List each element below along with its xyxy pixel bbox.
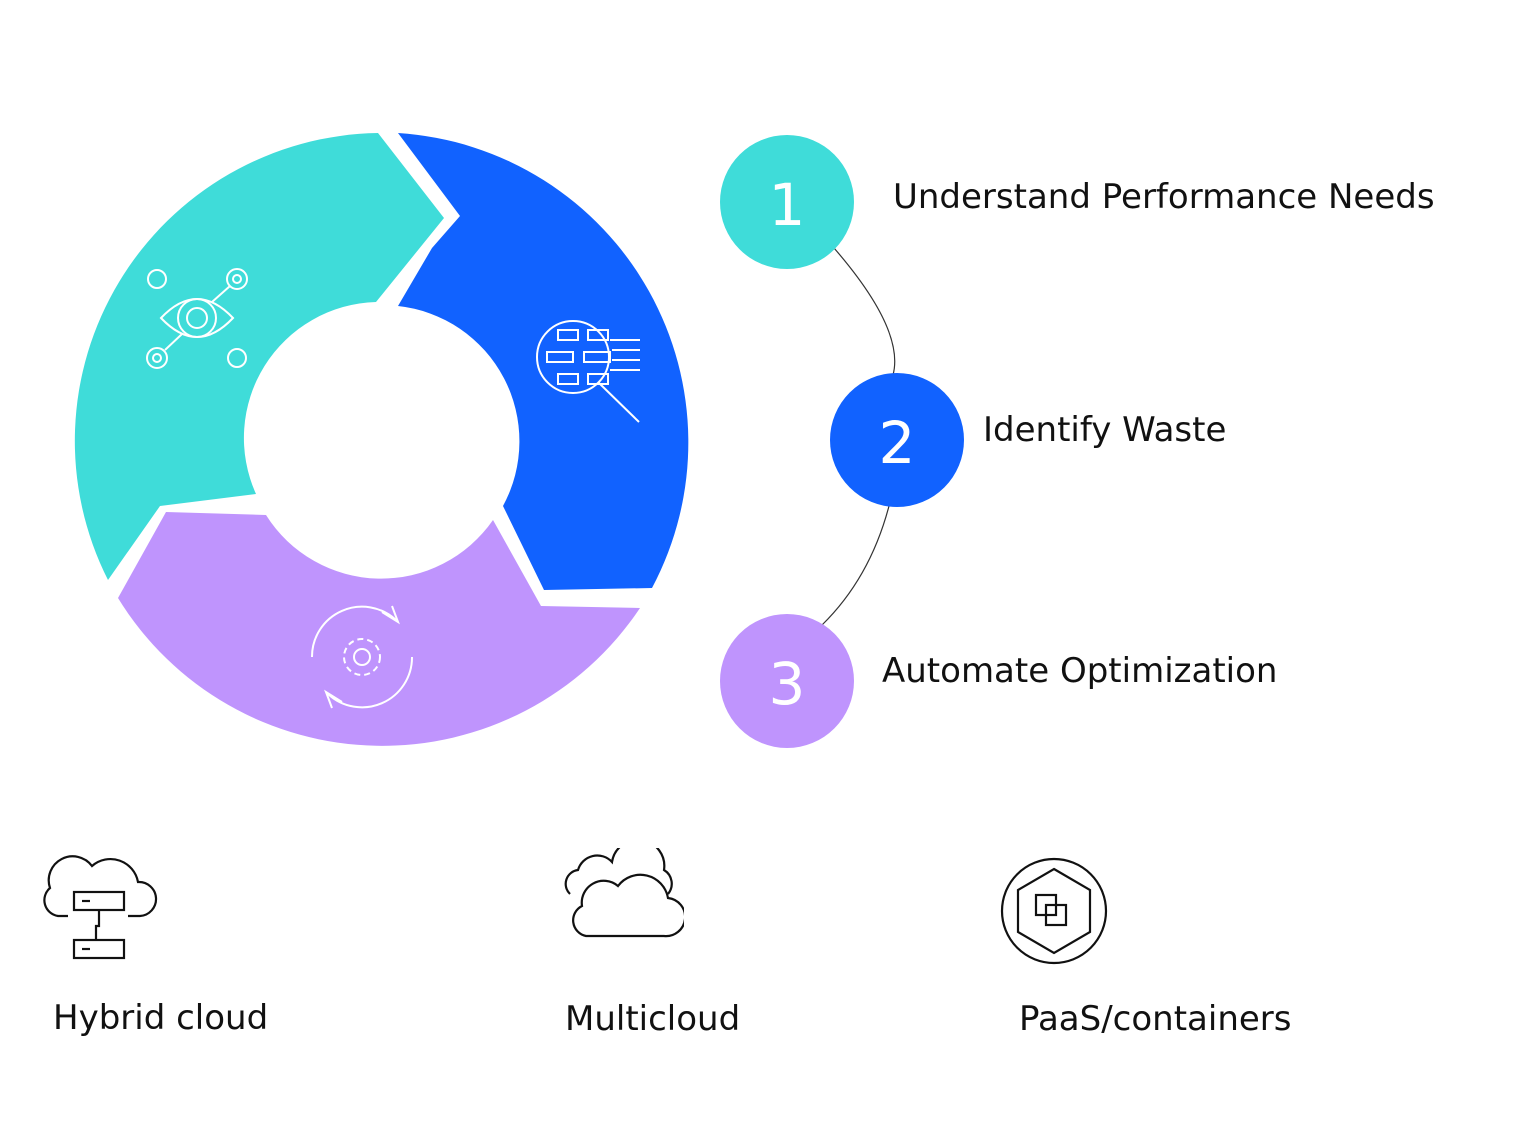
step-label-3: Automate Optimization <box>882 651 1278 691</box>
step-label-1: Understand Performance Needs <box>893 177 1435 217</box>
env-label-multicloud: Multicloud <box>565 999 741 1039</box>
eye-network-icon <box>146 268 248 369</box>
magnifier-data-icon <box>536 320 640 423</box>
step-circle-2: 2 <box>830 373 964 507</box>
env-label-paas: PaaS/containers <box>1019 999 1292 1039</box>
gear-refresh-icon <box>310 605 414 709</box>
step-circle-1: 1 <box>720 135 854 269</box>
step-number-1: 1 <box>769 171 806 239</box>
segment-identify <box>398 133 689 590</box>
step-circle-3: 3 <box>720 614 854 748</box>
hybrid-cloud-server-icon <box>43 855 158 960</box>
segment-automate <box>118 512 640 746</box>
step-number-2: 2 <box>879 409 916 477</box>
env-label-hybrid: Hybrid cloud <box>53 998 269 1038</box>
step-number-3: 3 <box>769 650 806 718</box>
segment-understand <box>74 133 445 580</box>
step-connector <box>833 247 896 376</box>
cloud-icon <box>564 848 684 938</box>
step-label-2: Identify Waste <box>983 410 1227 450</box>
container-hexagon-icon <box>1000 857 1108 965</box>
